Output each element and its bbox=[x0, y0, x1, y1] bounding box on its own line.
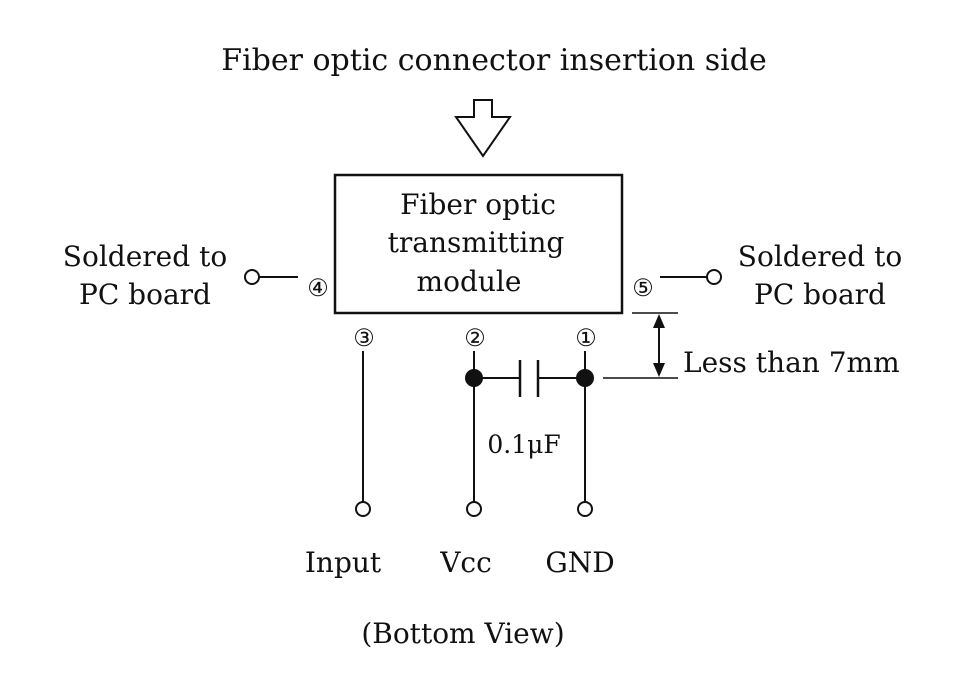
right-side-label-line-2: PC board bbox=[754, 278, 886, 311]
vcc-terminal bbox=[466, 501, 482, 517]
pin-1-label: ① bbox=[575, 324, 597, 352]
input-terminal bbox=[355, 501, 371, 517]
capacitor-symbol-icon bbox=[474, 360, 585, 397]
gnd-label: GND bbox=[545, 546, 614, 579]
pin-5-terminal bbox=[706, 269, 722, 285]
pin-3-label: ③ bbox=[353, 324, 375, 352]
module-label-line-1: Fiber optic bbox=[400, 188, 556, 221]
pin-4-label: ④ bbox=[307, 274, 329, 302]
vcc-label: Vcc bbox=[439, 546, 492, 579]
diagram-title: Fiber optic connector insertion side bbox=[221, 43, 766, 78]
module-label-line-2: transmitting bbox=[388, 226, 565, 259]
dimension-marker bbox=[603, 312, 678, 379]
pin-5-label: ⑤ bbox=[632, 274, 654, 302]
input-label: Input bbox=[305, 546, 382, 579]
pin-4-terminal bbox=[244, 269, 260, 285]
module-body bbox=[333, 173, 624, 315]
insertion-arrow-icon bbox=[454, 99, 512, 158]
module-label-line-3: module bbox=[417, 265, 522, 298]
capacitor-value-label: 0.1μF bbox=[487, 430, 560, 459]
view-label: (Bottom View) bbox=[361, 617, 564, 650]
left-side-label-line-1: Soldered to bbox=[63, 240, 227, 273]
right-side-label-line-1: Soldered to bbox=[738, 240, 902, 273]
dimension-label: Less than 7mm bbox=[683, 346, 900, 379]
gnd-terminal bbox=[577, 501, 593, 517]
left-side-label-line-2: PC board bbox=[79, 278, 211, 311]
pin-2-label: ② bbox=[464, 324, 486, 352]
